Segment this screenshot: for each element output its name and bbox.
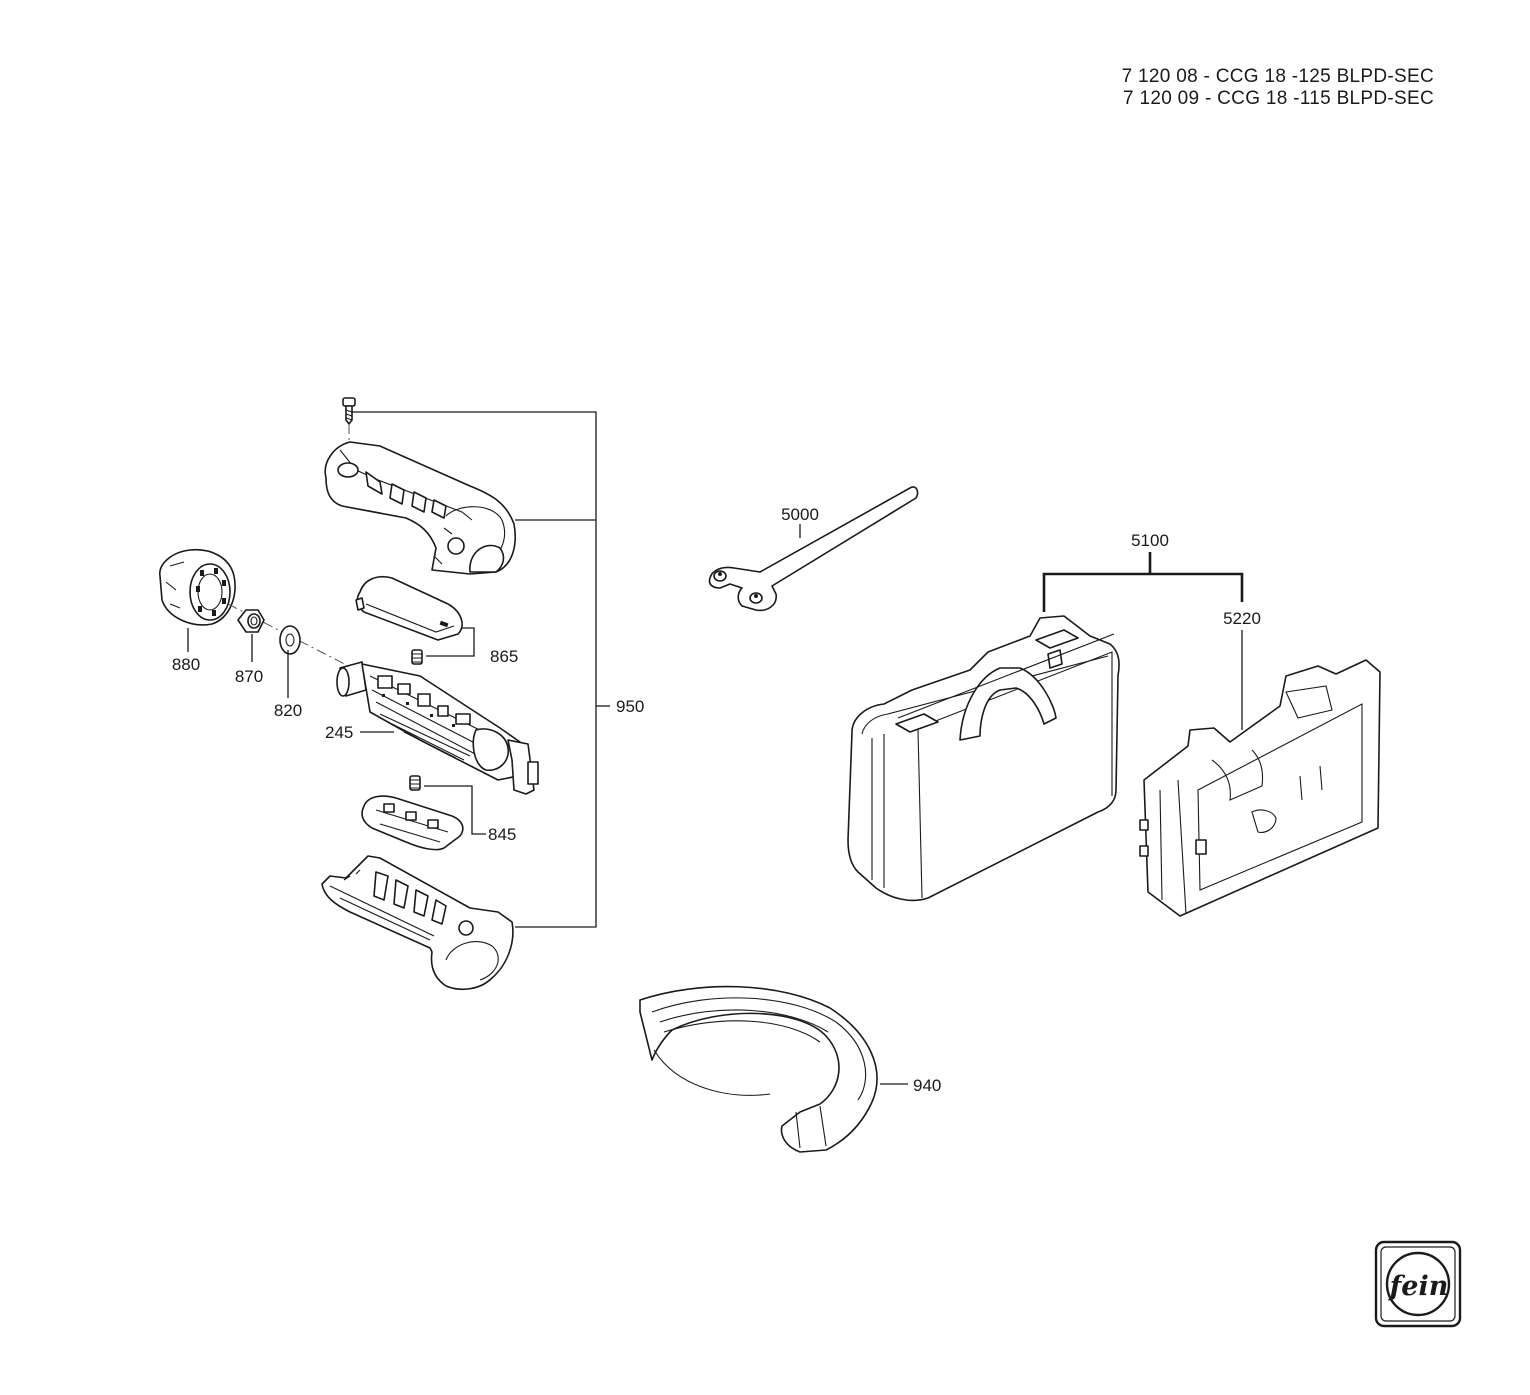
lower-housing-shell xyxy=(321,855,514,991)
lock-nut-870 xyxy=(237,609,265,633)
gear-head-880 xyxy=(159,549,236,626)
label-5220: 5220 xyxy=(1223,609,1261,628)
label-880: 880 xyxy=(172,655,200,674)
label-245: 245 xyxy=(325,723,353,742)
leader-845 xyxy=(424,785,486,835)
wheel-guard-940 xyxy=(639,985,878,1153)
lower-paddle-845 xyxy=(361,795,464,851)
logo-wordmark: fein xyxy=(1388,1271,1449,1302)
paddle-cover xyxy=(355,576,463,641)
spring-845 xyxy=(409,775,421,791)
washer-820 xyxy=(279,625,301,655)
label-5000: 5000 xyxy=(781,505,819,524)
model-line-2: 7 120 09 - CCG 18 -115 BLPD-SEC xyxy=(1123,88,1434,109)
assembly-5100-bracket xyxy=(1042,552,1244,730)
upper-housing-shell xyxy=(324,441,516,575)
leader-865 xyxy=(426,627,475,657)
label-865: 865 xyxy=(490,647,518,666)
spring-865 xyxy=(411,649,423,665)
label-940: 940 xyxy=(913,1076,941,1095)
carrying-case xyxy=(847,615,1120,902)
label-5100: 5100 xyxy=(1131,531,1169,550)
motor-assembly-245 xyxy=(336,661,539,795)
label-845: 845 xyxy=(488,825,516,844)
model-line-1: 7 120 08 - CCG 18 -125 BLPD-SEC xyxy=(1121,66,1434,87)
spanner-wrench-5000 xyxy=(708,486,919,612)
label-950: 950 xyxy=(616,697,644,716)
label-820: 820 xyxy=(274,701,302,720)
label-870: 870 xyxy=(235,667,263,686)
title-block: 7 120 08 - CCG 18 -125 BLPD-SEC 7 120 09… xyxy=(1122,66,1434,110)
foam-insert-5220 xyxy=(1139,659,1381,917)
assembly-950-bracket xyxy=(352,411,610,928)
fein-logo: fein xyxy=(1374,1240,1462,1328)
